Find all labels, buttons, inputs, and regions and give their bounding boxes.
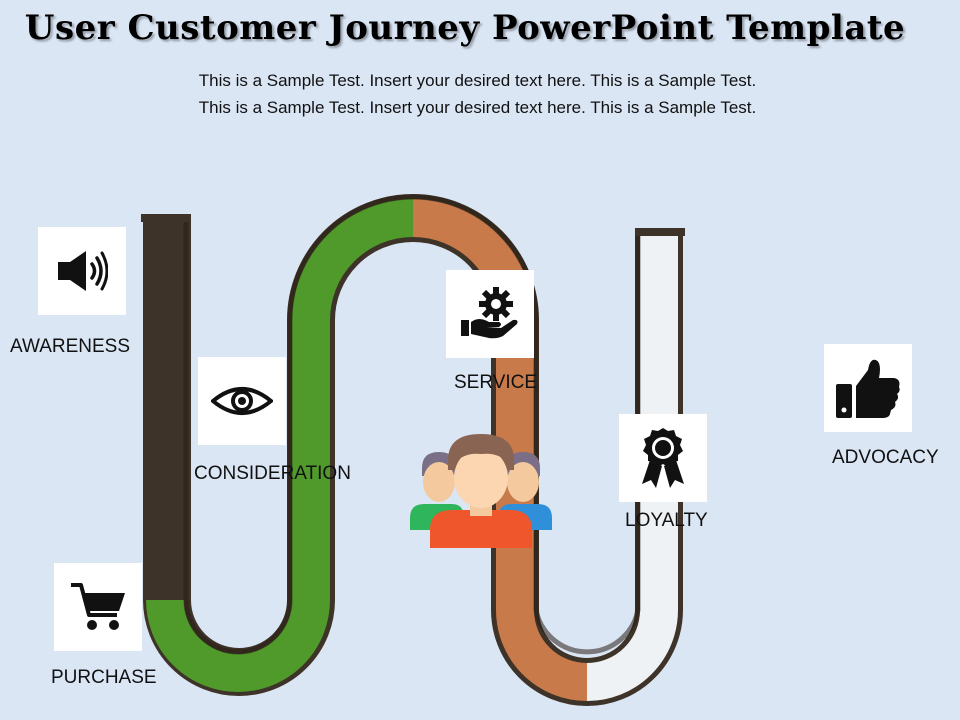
award-ribbon-icon <box>638 426 688 490</box>
purchase-icon-box <box>54 563 142 651</box>
speaker-icon <box>56 249 108 293</box>
eye-icon <box>211 385 273 417</box>
advocacy-label: ADVOCACY <box>832 447 939 469</box>
thumbs-up-icon <box>834 356 902 420</box>
awareness-label: AWARENESS <box>10 336 130 358</box>
loyalty-icon-box <box>619 414 707 502</box>
service-label: SERVICE <box>454 372 537 394</box>
service-icon-box <box>446 270 534 358</box>
customer-group-icon <box>408 430 554 548</box>
gear-hand-icon <box>459 286 521 342</box>
loyalty-label: LOYALTY <box>625 510 708 532</box>
consideration-icon-box <box>198 357 286 445</box>
consideration-label: CONSIDERATION <box>194 463 351 485</box>
advocacy-icon-box <box>824 344 912 432</box>
purchase-label: PURCHASE <box>51 667 157 689</box>
awareness-icon-box <box>38 227 126 315</box>
shopping-cart-icon <box>69 581 127 633</box>
